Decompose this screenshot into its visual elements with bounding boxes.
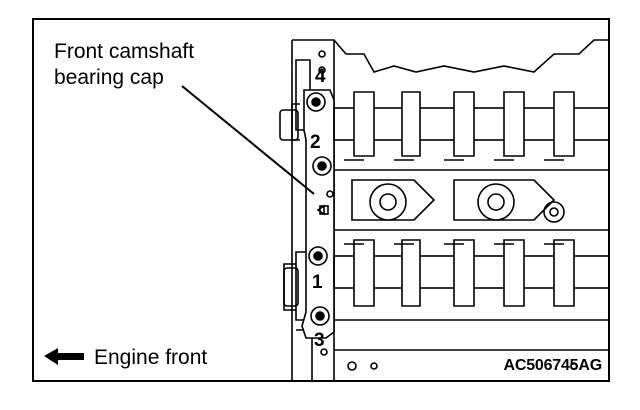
callout-label-line2: bearing cap [54,66,164,89]
engine-front-label: Engine front [94,346,208,369]
bolt-number-3: 3 [314,330,325,351]
callout-label-line1: Front camshaft [54,40,195,63]
left-arrow-icon [44,348,84,365]
diagram-frame: Front camshaft bearing cap 4 2 1 3 Engin… [32,18,610,382]
bolt-number-2: 2 [310,132,321,153]
bolt-number-4: 4 [315,66,326,87]
engine-head-illustration [44,39,608,380]
figure-id: AC506745AG [503,357,602,374]
bolt-number-1: 1 [312,272,323,293]
